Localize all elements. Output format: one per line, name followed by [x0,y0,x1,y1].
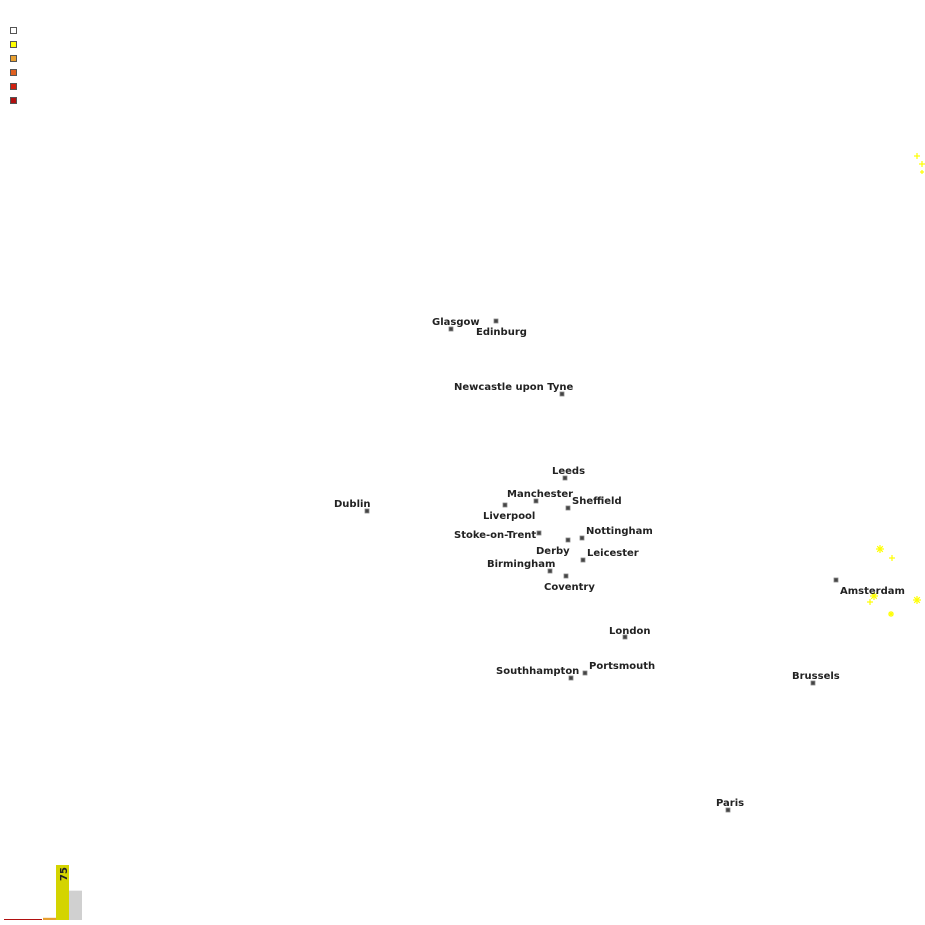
legend-swatch [10,83,17,90]
city-marker[interactable] [833,577,839,583]
city-label: Glasgow [432,317,480,328]
city-marker[interactable] [364,508,370,514]
city-label: Birmingham [487,559,555,570]
legend [10,27,17,111]
city-marker[interactable] [448,326,454,332]
event-marker[interactable] [919,161,925,167]
histogram-peak-label: 75 [59,867,70,881]
event-marker[interactable] [920,170,924,174]
city-label: Newcastle upon Tyne [454,382,574,393]
city-label: Portsmouth [589,661,655,672]
city-marker[interactable] [502,502,508,508]
city-label: Paris [716,798,744,809]
city-marker[interactable] [559,391,565,397]
city-marker[interactable] [725,807,731,813]
histogram-bar [69,890,82,920]
city-label: Edinburg [476,327,527,338]
city-label: Nottingham [586,526,653,537]
city-marker[interactable] [536,530,542,536]
city-label: Brussels [792,671,840,682]
city-label: Derby [536,546,570,557]
city-label: Liverpool [483,511,535,522]
legend-swatch [10,97,17,104]
event-marker[interactable] [913,596,921,604]
event-markers [867,153,925,617]
city-marker[interactable] [562,475,568,481]
city-marker[interactable] [580,557,586,563]
event-marker[interactable] [870,592,878,600]
legend-swatch [10,69,17,76]
city-label: Amsterdam [840,586,905,597]
histogram-bar [56,865,69,920]
city-marker[interactable] [810,680,816,686]
city-marker[interactable] [622,634,628,640]
city-label: Stoke-on-Trent [454,530,536,541]
city-marker[interactable] [579,535,585,541]
city-label: London [609,626,651,637]
city-label: Leicester [587,548,639,559]
histogram-bar [4,919,42,920]
magnitude-histogram: 75 [4,865,82,920]
city-label: Leeds [552,466,585,477]
legend-swatch [10,41,17,48]
city-label: Manchester [507,489,573,500]
event-marker[interactable] [867,599,873,605]
city-label: Sheffield [572,496,622,507]
city-marker[interactable] [493,318,499,324]
city-label: Southhampton [496,666,579,677]
legend-swatch [10,27,17,34]
legend-swatch [10,55,17,62]
city-marker[interactable] [563,573,569,579]
event-marker[interactable] [889,555,895,561]
city-marker[interactable] [568,675,574,681]
city-marker[interactable] [582,670,588,676]
event-marker[interactable] [914,153,920,159]
city-marker[interactable] [533,498,539,504]
city-marker[interactable] [565,505,571,511]
city-marker[interactable] [547,568,553,574]
event-marker[interactable] [876,545,884,553]
histogram-bar [43,917,56,920]
city-label: Dublin [334,499,371,510]
city-marker[interactable] [565,537,571,543]
event-marker[interactable] [888,611,894,617]
city-label: Coventry [544,582,595,593]
